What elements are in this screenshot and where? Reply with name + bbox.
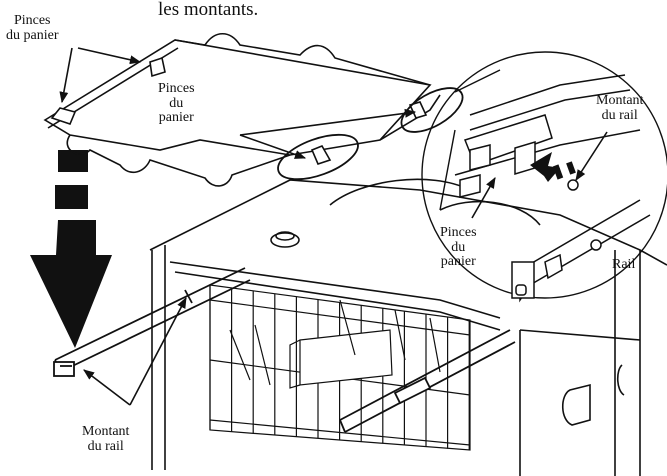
- label-montant-rail-bottom: Montant du rail: [82, 424, 130, 454]
- label-line: Montant: [596, 93, 644, 108]
- label-line: panier: [440, 254, 476, 270]
- label-line: Montant: [82, 424, 130, 439]
- zoom-callout: [421, 51, 667, 299]
- dishwasher-door: [519, 329, 641, 476]
- label-line: Rail: [612, 257, 636, 272]
- label-montant-rail-top-right: Montant du rail: [596, 93, 644, 123]
- leader-arrows: [59, 47, 608, 406]
- wire-basket-frame: [43, 32, 441, 187]
- dashed-arrow-icon: [530, 152, 576, 182]
- label-line: Pinces: [158, 81, 195, 96]
- label-rail-inset: Rail: [612, 257, 636, 273]
- label-line: panier: [158, 110, 194, 126]
- caption-text: les montants.: [158, 0, 259, 20]
- label-pinces-panier-middle: Pinces du panier: [158, 81, 195, 126]
- label-pinces-panier-inset: Pinces du panier: [440, 225, 477, 270]
- label-line: du rail: [601, 107, 638, 123]
- left-rail: [53, 267, 251, 377]
- label-line: du: [169, 95, 184, 111]
- label-line: Pinces: [13, 13, 51, 28]
- clip-highlight-ellipses: [277, 87, 464, 181]
- label-line: du panier: [6, 27, 59, 43]
- right-rail: [339, 329, 516, 433]
- lower-dish-rack: [209, 284, 471, 451]
- dishwasher-tub: [149, 178, 667, 476]
- label-line: du rail: [87, 438, 124, 454]
- label-line: du: [451, 239, 466, 255]
- label-pinces-panier-top-left: Pinces du panier: [6, 13, 59, 43]
- inset-detail: [454, 74, 651, 303]
- down-arrow-icon: [30, 150, 112, 348]
- label-line: Pinces: [440, 225, 477, 240]
